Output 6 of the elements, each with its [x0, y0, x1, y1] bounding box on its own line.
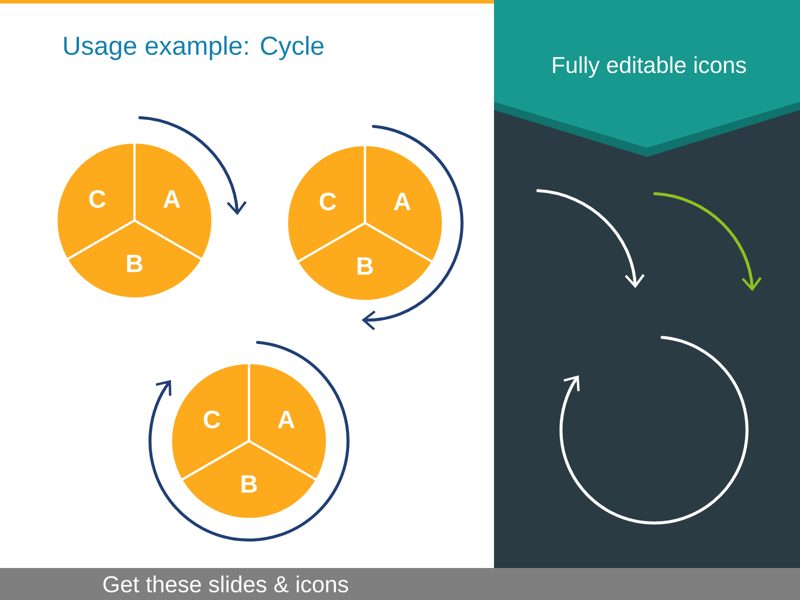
pie-segment: B [66, 219, 204, 300]
title: Usage example: Cycle [64, 36, 324, 60]
pie-segment: B [180, 440, 318, 520]
banner: Fully editable icons [494, 0, 800, 157]
footer-bar: Get these slides & icons [0, 568, 800, 600]
pie-segment: B [296, 222, 434, 302]
